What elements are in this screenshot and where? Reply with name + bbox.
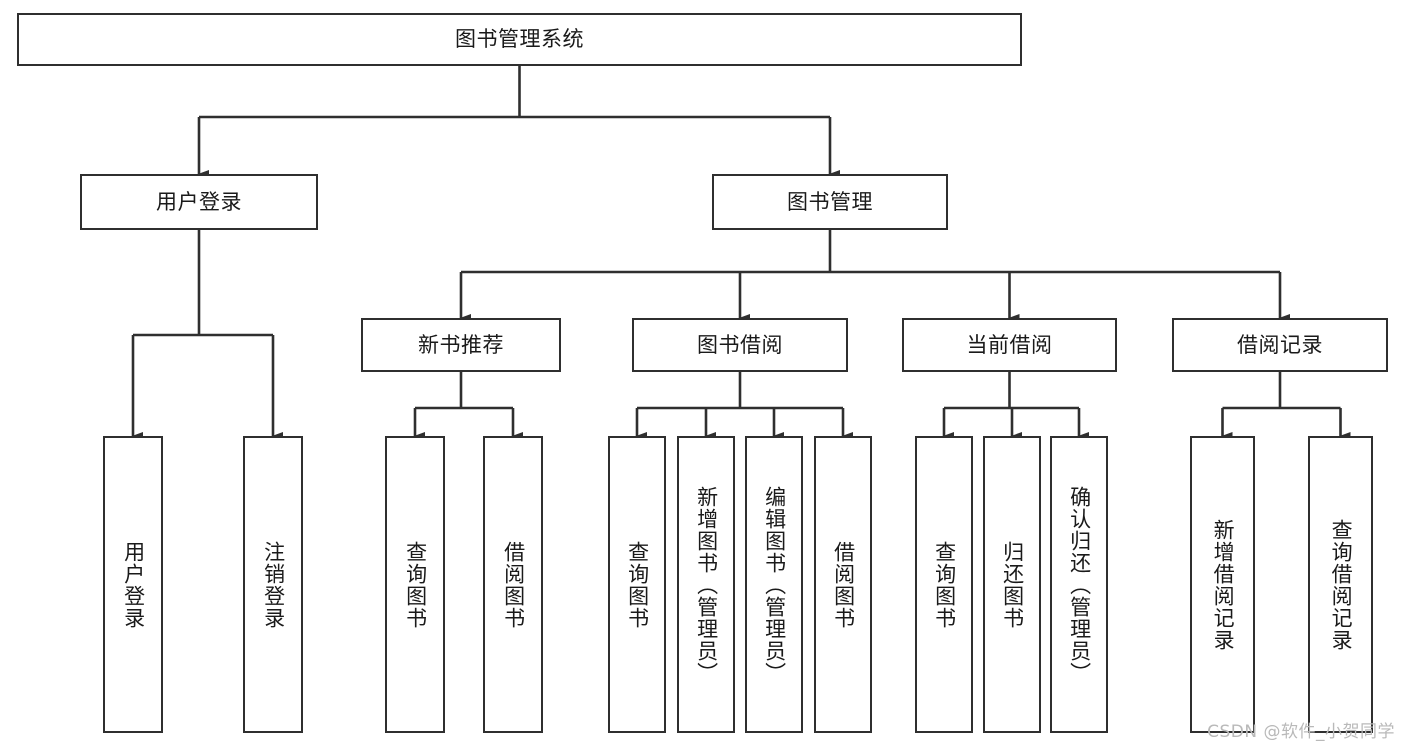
node-leaf-cur-confirm[interactable]: 确认归还（管理员）: [1050, 436, 1108, 733]
node-label: 归还图书: [1000, 540, 1025, 629]
node-leaf-rec-query[interactable]: 查询图书: [385, 436, 445, 733]
node-label: 图书借阅: [697, 332, 783, 357]
node-label: 图书管理系统: [455, 27, 584, 52]
node-root[interactable]: 图书管理系统: [17, 13, 1022, 66]
node-book-borrow[interactable]: 图书借阅: [632, 318, 848, 372]
watermark-text: CSDN @软件_小贺同学: [1207, 722, 1395, 742]
node-current-borrow[interactable]: 当前借阅: [902, 318, 1117, 372]
node-leaf-borrow-lend[interactable]: 借阅图书: [814, 436, 872, 733]
node-label: 查询图书: [403, 540, 428, 629]
node-leaf-borrow-edit[interactable]: 编辑图书（管理员）: [745, 436, 803, 733]
connector-paths: [131, 66, 1351, 440]
node-label: 编辑图书（管理员）: [762, 485, 787, 684]
node-label: 图书管理: [787, 189, 873, 214]
node-leaf-borrow-query[interactable]: 查询图书: [608, 436, 666, 733]
node-label: 用户登录: [156, 189, 242, 214]
node-leaf-cur-query[interactable]: 查询图书: [915, 436, 973, 733]
node-label: 借阅记录: [1237, 332, 1323, 357]
node-label: 新书推荐: [418, 332, 504, 357]
node-label: 新增图书（管理员）: [694, 485, 719, 684]
node-label: 查询借阅记录: [1329, 518, 1354, 651]
node-label: 查询图书: [625, 540, 650, 629]
node-label: 注销登录: [261, 540, 286, 629]
node-label: 借阅图书: [501, 540, 526, 629]
node-label: 当前借阅: [966, 332, 1053, 357]
node-label: 借阅图书: [831, 540, 856, 629]
node-leaf-user-login[interactable]: 用户登录: [103, 436, 163, 733]
node-book-manage[interactable]: 图书管理: [712, 174, 948, 230]
node-label: 确认归还（管理员）: [1067, 485, 1092, 684]
node-leaf-cur-return[interactable]: 归还图书: [983, 436, 1041, 733]
node-borrow-record[interactable]: 借阅记录: [1172, 318, 1388, 372]
node-label: 新增借阅记录: [1211, 518, 1236, 651]
node-leaf-rec-add[interactable]: 新增借阅记录: [1190, 436, 1255, 733]
node-label: 用户登录: [121, 540, 146, 629]
node-leaf-rec-borrow[interactable]: 借阅图书: [483, 436, 543, 733]
node-label: 查询图书: [932, 540, 957, 629]
node-leaf-rec-search[interactable]: 查询借阅记录: [1308, 436, 1373, 733]
node-user-login[interactable]: 用户登录: [80, 174, 318, 230]
node-leaf-user-logout[interactable]: 注销登录: [243, 436, 303, 733]
node-new-book-rec[interactable]: 新书推荐: [361, 318, 561, 372]
node-leaf-borrow-add[interactable]: 新增图书（管理员）: [677, 436, 735, 733]
